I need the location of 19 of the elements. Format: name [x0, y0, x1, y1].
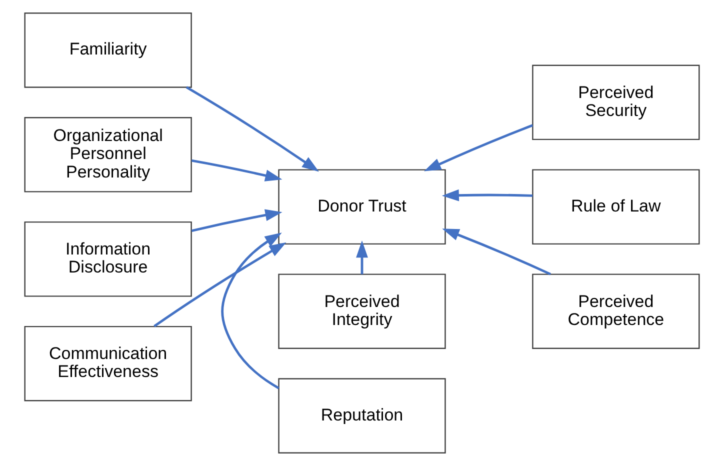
node-box: Organizational Personnel Personality: [24, 116, 192, 192]
arrow: [356, 240, 368, 274]
node-box: Perceived Integrity: [278, 274, 446, 350]
arrow: [423, 124, 533, 172]
arrow: [220, 232, 282, 390]
node-box: Reputation: [278, 378, 446, 454]
arrow: [442, 228, 551, 276]
node-box: Communication Effectiveness: [24, 326, 192, 402]
arrow: [185, 86, 319, 172]
arrow: [153, 242, 286, 328]
node-box: Donor Trust: [278, 169, 446, 245]
node-box: Perceived Security: [532, 64, 700, 140]
arrow: [190, 209, 282, 232]
arrow: [190, 159, 282, 182]
arrow: [441, 189, 532, 202]
node-box: Rule of Law: [532, 169, 700, 245]
node-box: Perceived Competence: [532, 274, 700, 350]
node-box: Information Disclosure: [24, 221, 192, 297]
node-box: Familiarity: [24, 12, 192, 88]
